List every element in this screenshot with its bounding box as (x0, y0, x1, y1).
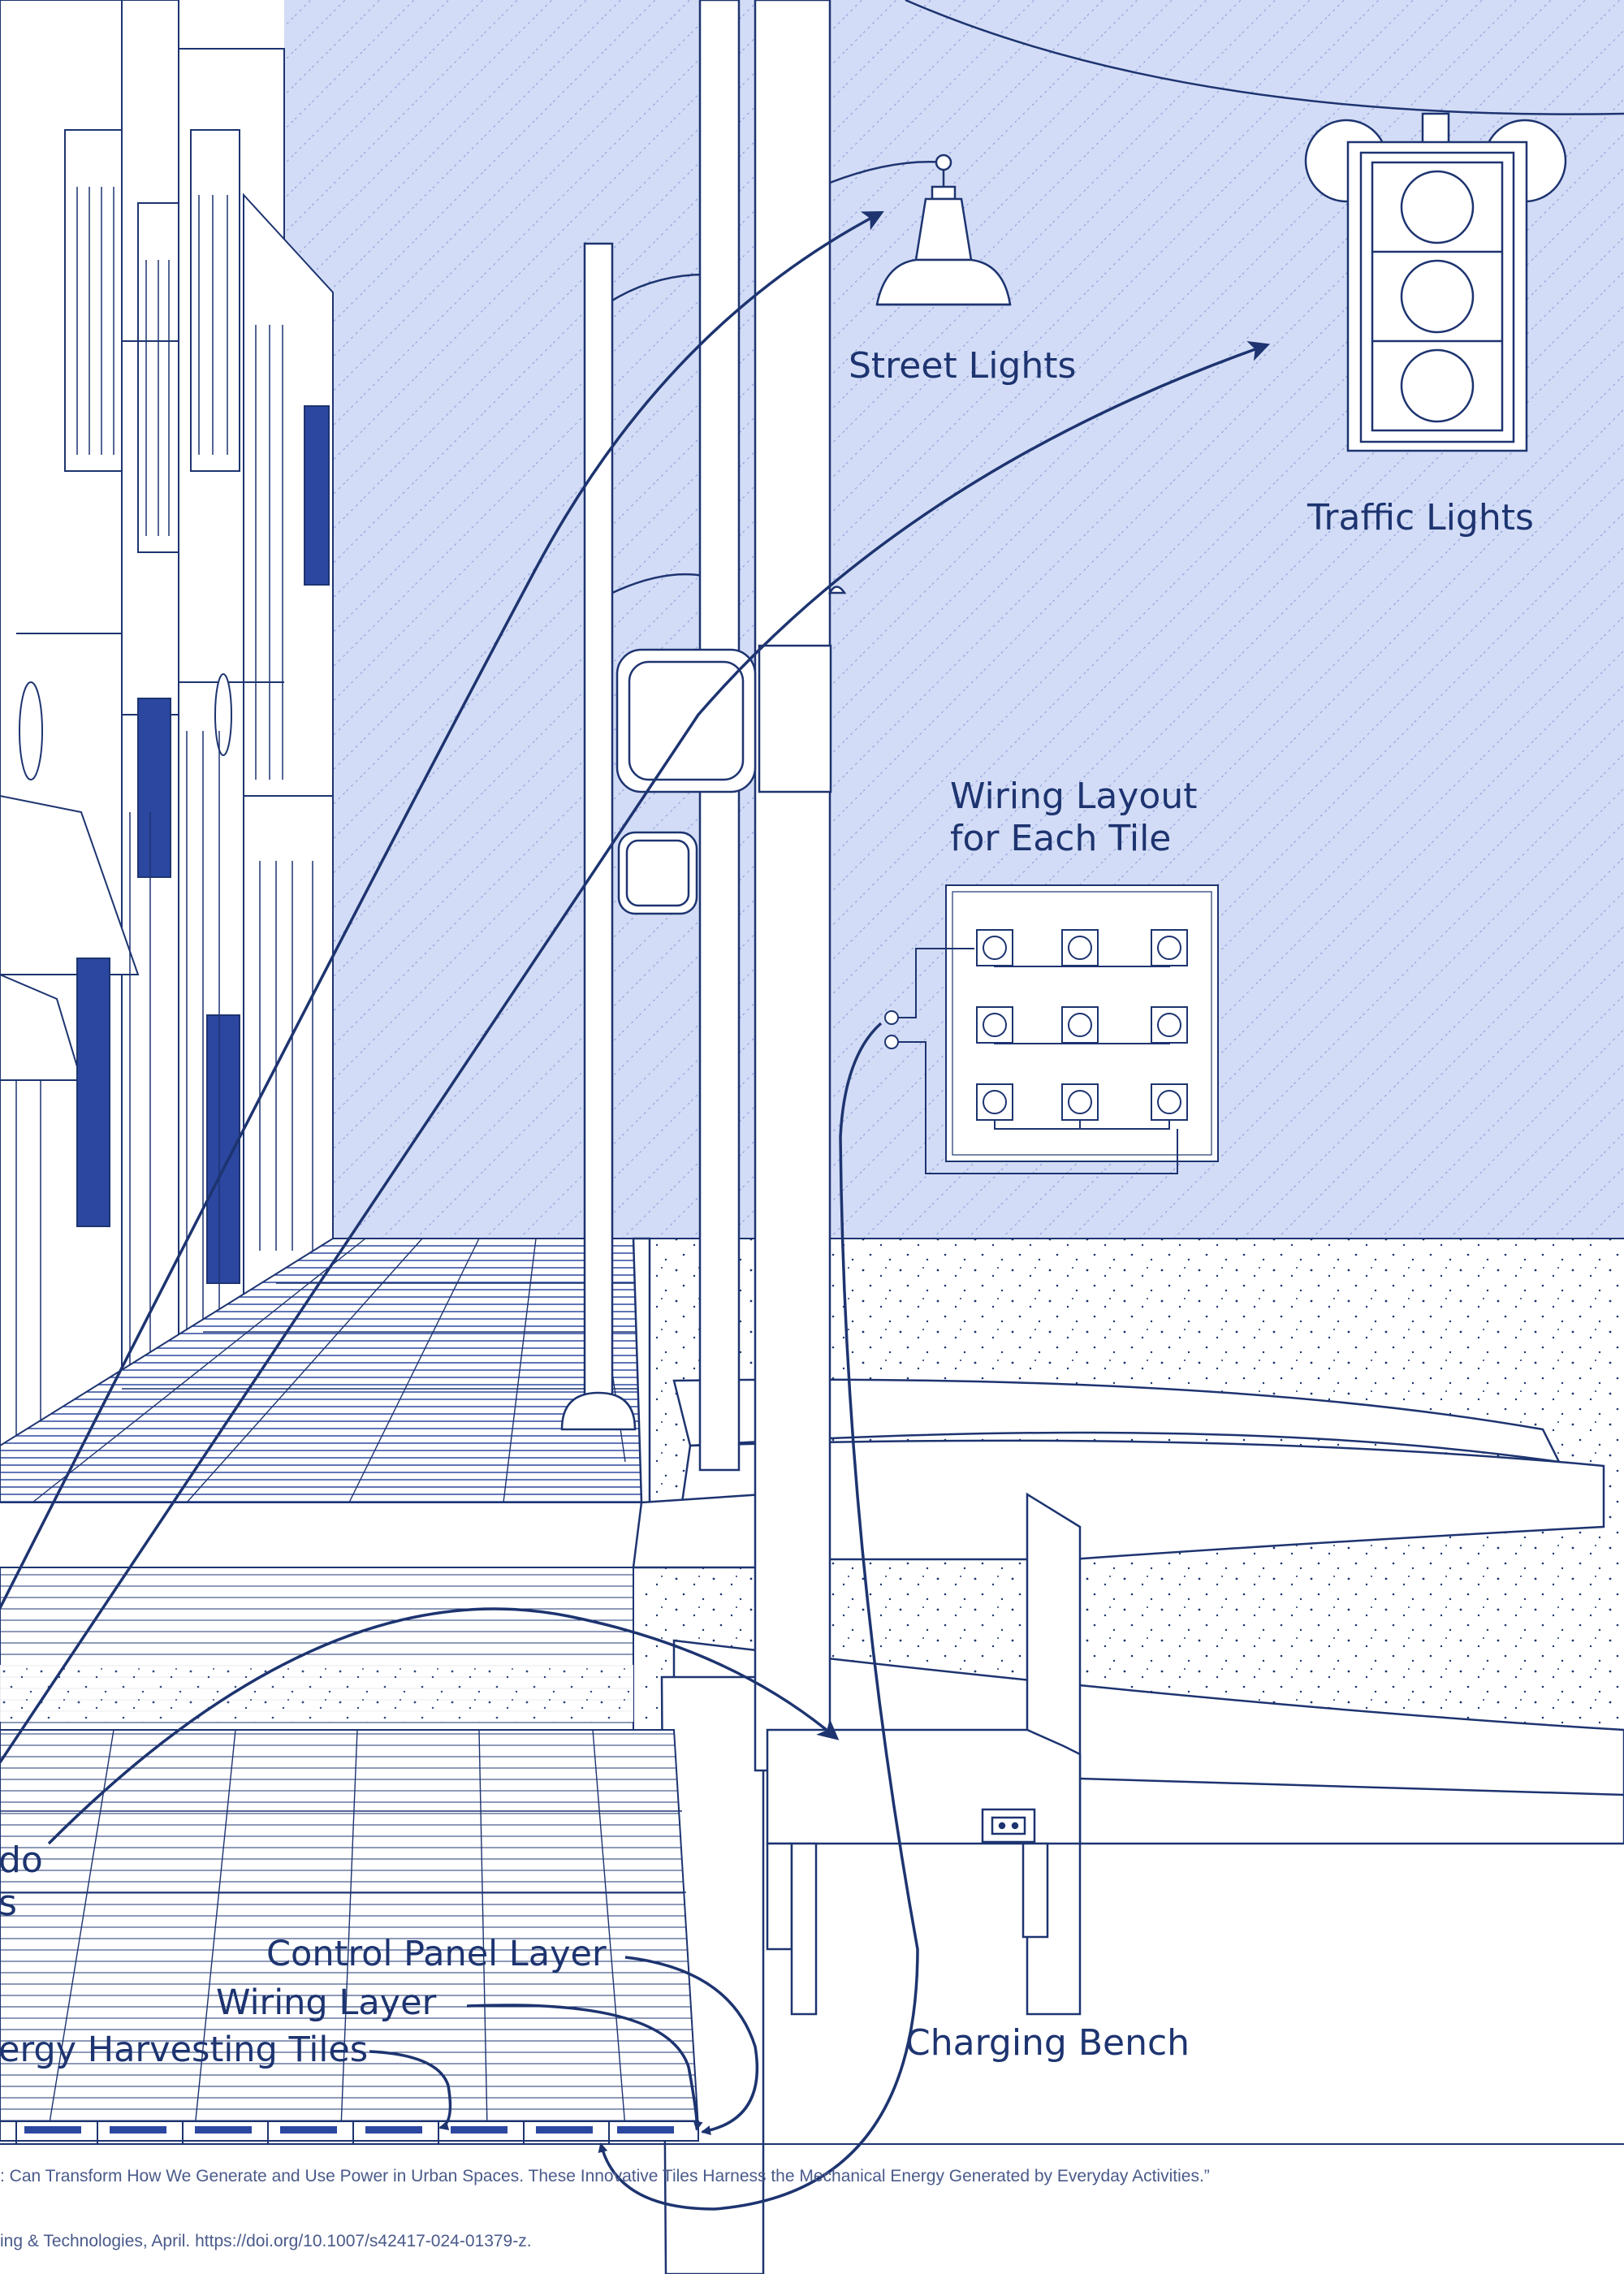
cut-off-label-line1: do (0, 1840, 43, 1881)
street-lamp-icon (829, 153, 1012, 306)
traffic-lights-label: Traffic Lights (1307, 497, 1534, 538)
citation-line-2: ing & Technologies, April. https://doi.o… (0, 2232, 532, 2250)
traffic-light-icon (1304, 112, 1567, 452)
control-panel-layer-label: Control Panel Layer (266, 1934, 607, 1974)
speckled-strip (0, 1665, 633, 1722)
charging-bench (766, 1492, 1082, 2016)
citation-line-1: : Can Transform How We Generate and Use … (0, 2167, 1210, 2185)
tile-grid-lines (0, 1729, 686, 2129)
wiring-layer-label: Wiring Layer (216, 1982, 437, 2023)
cut-off-label-line2: s (0, 1883, 17, 1924)
central-poles (615, 0, 847, 1772)
curved-walkway (672, 1378, 1624, 1845)
charging-bench-label: Charging Bench (905, 2022, 1190, 2064)
charging-outlet-icon (981, 1808, 1036, 1844)
wiring-layout-label-line1: Wiring Layout (950, 776, 1197, 817)
connection-arrows (0, 210, 1271, 2211)
pavement-perspective-lines (32, 1238, 641, 1503)
thin-lamp-post (560, 242, 732, 1431)
energy-harvesting-tiles-label: ergy Harvesting Tiles (0, 2030, 368, 2070)
facade-window-lines (15, 187, 313, 1446)
wiring-layout-label-line2: for Each Tile (950, 818, 1171, 859)
tile-wiring-grid-icon (884, 884, 1219, 1174)
street-lights-label: Street Lights (849, 345, 1076, 387)
overhead-wire (905, 0, 1624, 115)
energy-harvesting-tile-row (0, 2121, 699, 2144)
